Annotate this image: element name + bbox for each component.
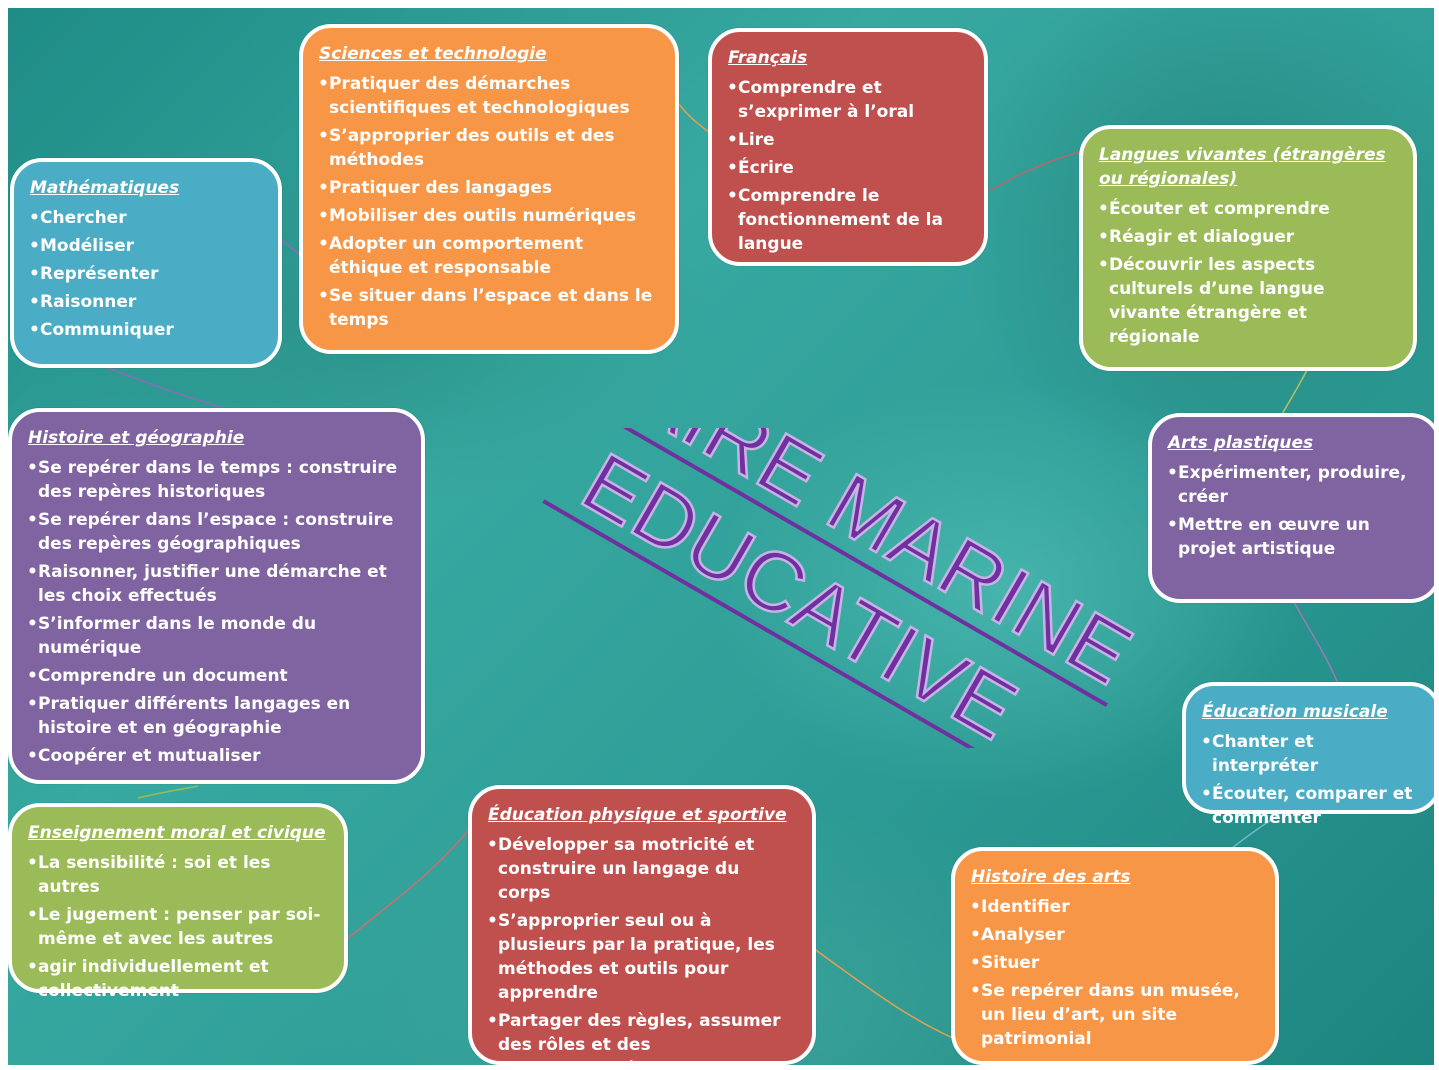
box-title-arts-plastiques: Arts plastiques: [1168, 433, 1314, 453]
box-title-eps: Éducation physique et sportive: [488, 805, 787, 825]
list-langues: Écouter et comprendreRéagir et dialoguer…: [1098, 197, 1397, 349]
box-title-histoire-arts: Histoire des arts: [971, 867, 1131, 887]
box-title-maths: Mathématiques: [30, 178, 180, 198]
list-item: Mettre en œuvre un projet artistique: [1167, 513, 1422, 561]
list-item: La sensibilité : soi et les autres: [27, 851, 328, 899]
list-item: S’approprier des outils et des méthodes: [318, 124, 659, 172]
list-item: Se repérer dans un musée, un lieu d’art,…: [970, 979, 1259, 1051]
list-item: Situer: [970, 951, 1259, 975]
list-item: Représenter: [29, 262, 262, 286]
list-item: Écouter et comprendre: [1098, 197, 1397, 221]
list-item: Partager des règles, assumer des rôles e…: [487, 1009, 796, 1065]
list-item: Pratiquer des langages: [318, 176, 659, 200]
list-item: Écrire: [727, 156, 968, 180]
box-title-musique: Éducation musicale: [1202, 702, 1388, 722]
list-eps: Développer sa motricité et construire un…: [487, 833, 796, 1065]
list-item: Modéliser: [29, 234, 262, 258]
box-title-langues: Langues vivantes (étrangères ou régional…: [1099, 145, 1386, 189]
list-item: Comprendre et s’exprimer à l’oral: [727, 76, 968, 124]
list-item: agir individuellement et collectivement: [27, 955, 328, 1003]
box-sciences: Sciences et technologie Pratiquer des dé…: [299, 24, 679, 354]
box-arts-plastiques: Arts plastiques Expérimenter, produire, …: [1148, 413, 1434, 603]
list-item: Chercher: [29, 206, 262, 230]
box-histoire-geo: Histoire et géographie Se repérer dans l…: [8, 408, 425, 784]
list-item: Analyser: [970, 923, 1259, 947]
title-underline-1: [605, 428, 1108, 707]
list-item: Se repérer dans l’espace : construire de…: [27, 508, 405, 556]
list-item: S’informer dans le monde du numérique: [27, 612, 405, 660]
list-item: Développer sa motricité et construire un…: [487, 833, 796, 905]
list-item: Comprendre le fonctionnement de la langu…: [727, 184, 968, 256]
list-francais: Comprendre et s’exprimer à l’oralLireÉcr…: [727, 76, 968, 256]
mind-map-canvas: AIRE MARINE EDUCATIVE Sciences et techno…: [8, 8, 1434, 1065]
list-item: Identifier: [970, 895, 1259, 919]
list-musique: Chanter et interpréterÉcouter, comparer …: [1201, 730, 1422, 830]
box-title-emc: Enseignement moral et civique: [28, 823, 326, 843]
list-item: Coopérer et mutualiser: [27, 744, 405, 768]
list-item: Comprendre un document: [27, 664, 405, 688]
list-item: Expérimenter, produire, créer: [1167, 461, 1422, 509]
list-arts-plastiques: Expérimenter, produire, créerMettre en œ…: [1167, 461, 1422, 561]
list-item: Pratiquer des démarches scientifiques et…: [318, 72, 659, 120]
list-item: Le jugement : penser par soi-même et ave…: [27, 903, 328, 951]
central-title: AIRE MARINE EDUCATIVE: [508, 428, 1148, 748]
central-title-graphic: AIRE MARINE EDUCATIVE: [542, 428, 1148, 748]
box-title-histoire-geo: Histoire et géographie: [28, 428, 245, 448]
title-underline-2: [542, 499, 1017, 748]
connector-line: [812, 947, 954, 1039]
connector-line: [1292, 599, 1339, 685]
box-musique: Éducation musicale Chanter et interpréte…: [1182, 682, 1434, 828]
box-langues: Langues vivantes (étrangères ou régional…: [1079, 125, 1417, 371]
connector-line: [985, 149, 1087, 194]
box-emc: Enseignement moral et civique La sensibi…: [8, 803, 348, 1001]
box-eps: Éducation physique et sportive Développe…: [468, 785, 816, 1065]
box-title-francais: Français: [728, 48, 808, 68]
list-item: Raisonner, justifier une démarche et les…: [27, 560, 405, 608]
list-item: Lire: [727, 128, 968, 152]
list-item: Se situer dans l’espace et dans le temps: [318, 284, 659, 332]
list-item: Pratiquer différents langages en histoir…: [27, 692, 405, 740]
connector-line: [347, 827, 471, 939]
list-histoire-geo: Se repérer dans le temps : construire de…: [27, 456, 405, 768]
list-sciences: Pratiquer des démarches scientifiques et…: [318, 72, 659, 332]
box-histoire-arts: Histoire des arts IdentifierAnalyserSitu…: [951, 847, 1279, 1065]
list-item: Chanter et interpréter: [1201, 730, 1422, 778]
connector-line: [137, 785, 199, 799]
connector-line: [107, 367, 229, 411]
list-emc: La sensibilité : soi et les autresLe jug…: [27, 851, 328, 1003]
list-item: Se repérer dans le temps : construire de…: [27, 456, 405, 504]
list-item: S’approprier seul ou à plusieurs par la …: [487, 909, 796, 1005]
list-item: Réagir et dialoguer: [1098, 225, 1397, 249]
list-item: Découvrir les aspects culturels d’une la…: [1098, 253, 1397, 349]
list-item: Raisonner: [29, 290, 262, 314]
list-item: Écouter, comparer et commenter: [1201, 782, 1422, 830]
list-item: Adopter un comportement éthique et respo…: [318, 232, 659, 280]
box-title-sciences: Sciences et technologie: [319, 44, 547, 64]
list-item: Communiquer: [29, 318, 262, 342]
list-histoire-arts: IdentifierAnalyserSituer Se repérer dans …: [970, 895, 1259, 1051]
connector-line: [1279, 367, 1309, 419]
list-maths: ChercherModéliserReprésenterRaisonnerCom…: [29, 206, 262, 342]
list-item: Mobiliser des outils numériques: [318, 204, 659, 228]
box-francais: Français Comprendre et s’exprimer à l’or…: [708, 28, 988, 266]
box-maths: Mathématiques ChercherModéliserReprésent…: [10, 158, 282, 368]
